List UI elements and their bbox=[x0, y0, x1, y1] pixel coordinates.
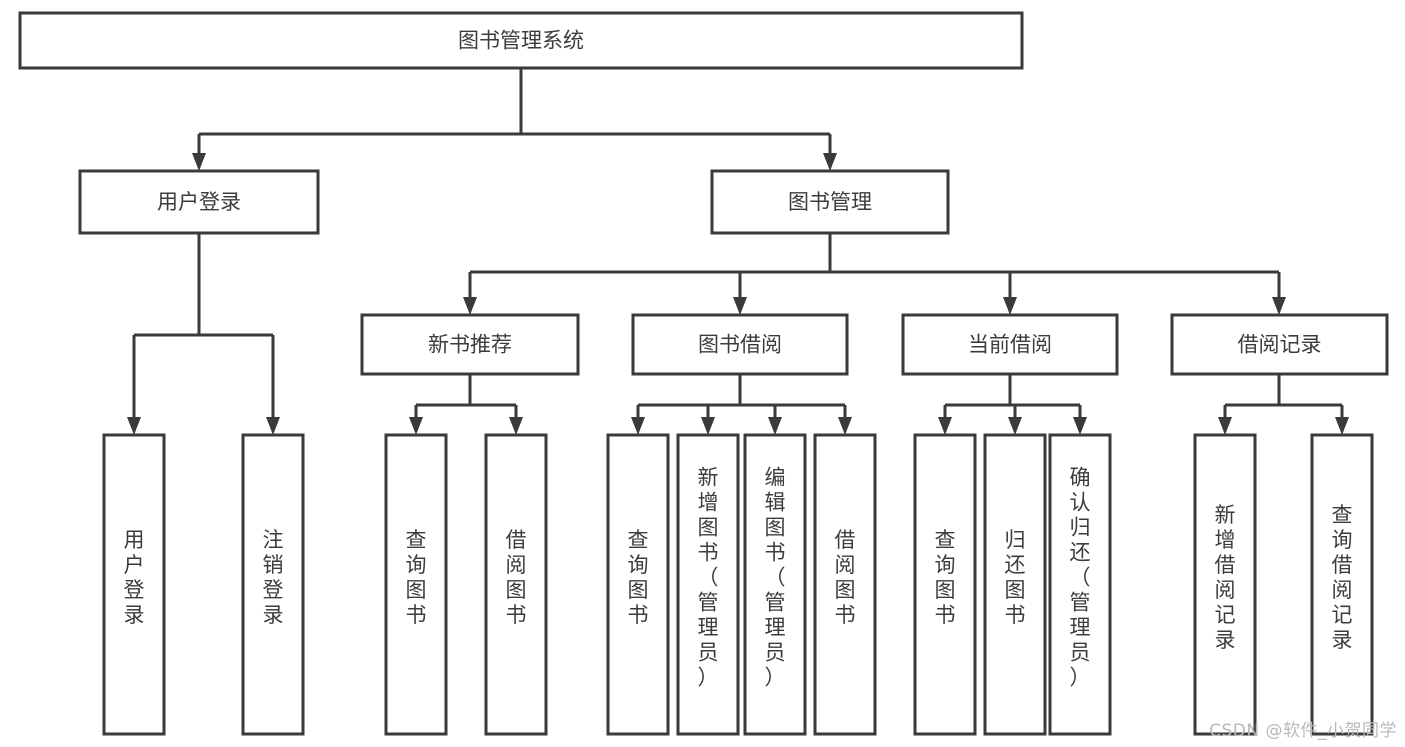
node-box[interactable] bbox=[241, 433, 305, 736]
arrow-head-icon bbox=[823, 153, 837, 171]
arrow-head-icon bbox=[1335, 417, 1349, 435]
nodes-layer: 图书管理系统用户登录图书管理新书推荐图书借阅当前借阅借阅记录用户登录注销登录查询… bbox=[18, 11, 1389, 736]
node-label: 编辑图书（管理员） bbox=[765, 466, 786, 690]
node-label: 归还图书 bbox=[1005, 528, 1026, 627]
node-label: 图书借阅 bbox=[698, 333, 782, 357]
arrow-head-icon bbox=[266, 417, 280, 435]
node-leaf-edit-book[interactable]: 编辑图书（管理员） bbox=[743, 433, 807, 736]
connector-userlogin-to-leaves bbox=[127, 233, 280, 435]
node-label: 查询借阅记录 bbox=[1332, 503, 1353, 652]
node-label: 新增图书（管理员） bbox=[698, 466, 719, 690]
node-label: 借阅记录 bbox=[1238, 333, 1322, 357]
node-leaf-query-book-1[interactable]: 查询图书 bbox=[384, 433, 448, 736]
node-box[interactable] bbox=[360, 313, 580, 376]
node-box[interactable] bbox=[102, 433, 166, 736]
node-box[interactable] bbox=[384, 433, 448, 736]
node-leaf-borrow-book-2[interactable]: 借阅图书 bbox=[813, 433, 877, 736]
node-box[interactable] bbox=[1310, 433, 1374, 736]
arrow-head-icon bbox=[701, 417, 715, 435]
node-box[interactable] bbox=[913, 433, 977, 736]
arrow-head-icon bbox=[1272, 297, 1286, 315]
node-root[interactable]: 图书管理系统 bbox=[18, 11, 1024, 70]
node-box[interactable] bbox=[1193, 433, 1257, 736]
node-label: 借阅图书 bbox=[506, 528, 527, 627]
node-label: 确认归还（管理员） bbox=[1070, 466, 1091, 690]
arrow-head-icon bbox=[463, 297, 477, 315]
node-label: 用户登录 bbox=[157, 190, 241, 214]
node-box[interactable] bbox=[1170, 313, 1389, 376]
connector-record-to-leaves bbox=[1218, 374, 1349, 435]
connector-borrow-to-leaves bbox=[631, 374, 852, 435]
node-leaf-logout[interactable]: 注销登录 bbox=[241, 433, 305, 736]
node-book-management[interactable]: 图书管理 bbox=[710, 169, 950, 235]
node-current-borrow[interactable]: 当前借阅 bbox=[901, 313, 1119, 376]
node-label: 借阅图书 bbox=[835, 528, 856, 627]
node-box[interactable] bbox=[813, 433, 877, 736]
node-label: 查询图书 bbox=[628, 528, 649, 627]
node-label: 图书管理系统 bbox=[458, 29, 584, 53]
node-leaf-query-borrow-record[interactable]: 查询借阅记录 bbox=[1310, 433, 1374, 736]
arrow-head-icon bbox=[631, 417, 645, 435]
connectors-layer bbox=[127, 68, 1349, 435]
arrow-head-icon bbox=[1008, 417, 1022, 435]
node-box[interactable] bbox=[18, 11, 1024, 70]
arrow-head-icon bbox=[127, 417, 141, 435]
node-leaf-user-login[interactable]: 用户登录 bbox=[102, 433, 166, 736]
node-box[interactable] bbox=[901, 313, 1119, 376]
csdn-watermark: CSDN @软件_小贺同学 bbox=[1209, 721, 1397, 741]
node-leaf-query-book-2[interactable]: 查询图书 bbox=[606, 433, 670, 736]
arrow-head-icon bbox=[1003, 297, 1017, 315]
node-new-book-recommend[interactable]: 新书推荐 bbox=[360, 313, 580, 376]
node-borrow-record[interactable]: 借阅记录 bbox=[1170, 313, 1389, 376]
arrow-head-icon bbox=[1073, 417, 1087, 435]
connector-newbook-to-leaves bbox=[409, 374, 523, 435]
node-label: 查询图书 bbox=[935, 528, 956, 627]
arrow-head-icon bbox=[938, 417, 952, 435]
node-book-borrow[interactable]: 图书借阅 bbox=[631, 313, 849, 376]
node-box[interactable] bbox=[710, 169, 950, 235]
node-box[interactable] bbox=[983, 433, 1047, 736]
node-leaf-add-borrow-record[interactable]: 新增借阅记录 bbox=[1193, 433, 1257, 736]
node-label: 用户登录 bbox=[124, 528, 145, 627]
node-box[interactable] bbox=[676, 433, 740, 736]
node-box[interactable] bbox=[1048, 433, 1112, 736]
arrow-head-icon bbox=[509, 417, 523, 435]
connector-root-to-level1 bbox=[192, 68, 837, 171]
node-label: 查询图书 bbox=[406, 528, 427, 627]
connector-current-to-leaves bbox=[938, 374, 1087, 435]
node-box[interactable] bbox=[78, 169, 320, 235]
node-box[interactable] bbox=[484, 433, 548, 736]
arrow-head-icon bbox=[768, 417, 782, 435]
node-box[interactable] bbox=[631, 313, 849, 376]
node-label: 新增借阅记录 bbox=[1215, 503, 1236, 652]
arrow-head-icon bbox=[1218, 417, 1232, 435]
arrow-head-icon bbox=[838, 417, 852, 435]
node-leaf-confirm-return[interactable]: 确认归还（管理员） bbox=[1048, 433, 1112, 736]
connector-bookmgmt-to-level2 bbox=[463, 233, 1286, 315]
node-box[interactable] bbox=[606, 433, 670, 736]
node-label: 图书管理 bbox=[788, 190, 872, 214]
node-leaf-return-book[interactable]: 归还图书 bbox=[983, 433, 1047, 736]
node-box[interactable] bbox=[743, 433, 807, 736]
node-label: 新书推荐 bbox=[428, 333, 512, 357]
node-leaf-query-book-3[interactable]: 查询图书 bbox=[913, 433, 977, 736]
node-leaf-borrow-book-1[interactable]: 借阅图书 bbox=[484, 433, 548, 736]
arrow-head-icon bbox=[733, 297, 747, 315]
arrow-head-icon bbox=[192, 153, 206, 171]
node-leaf-add-book[interactable]: 新增图书（管理员） bbox=[676, 433, 740, 736]
node-label: 当前借阅 bbox=[968, 333, 1052, 357]
arrow-head-icon bbox=[409, 417, 423, 435]
node-user-login[interactable]: 用户登录 bbox=[78, 169, 320, 235]
node-label: 注销登录 bbox=[263, 528, 284, 627]
